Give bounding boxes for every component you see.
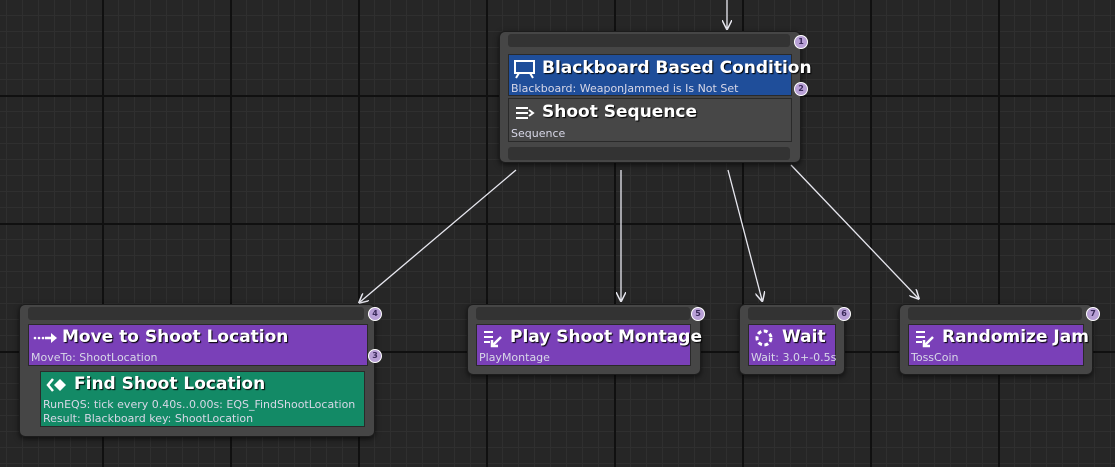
input-pin[interactable] bbox=[748, 307, 834, 320]
execution-order-badge: 7 bbox=[1086, 307, 1100, 321]
blackboard-icon bbox=[513, 59, 537, 79]
node-shoot-sequence[interactable]: 1 Blackboard Based Condition Blackboard:… bbox=[499, 31, 812, 163]
task-title: Move to Shoot Location bbox=[62, 327, 289, 347]
task-subtitle: Wait: 3.0+-0.5s bbox=[751, 351, 837, 364]
composite-shoot-sequence[interactable]: Shoot Sequence Sequence bbox=[508, 98, 792, 142]
composite-subtitle: Sequence bbox=[511, 127, 566, 140]
task-subtitle: TossCoin bbox=[911, 351, 959, 364]
input-pin[interactable] bbox=[28, 307, 364, 320]
wire-root-to-jam bbox=[790, 164, 918, 298]
output-pin[interactable] bbox=[508, 147, 790, 160]
wire-root-to-move bbox=[360, 169, 517, 302]
input-pin[interactable] bbox=[476, 307, 690, 320]
task-icon bbox=[913, 328, 937, 348]
decorator-blackboard-condition[interactable]: Blackboard Based Condition Blackboard: W… bbox=[508, 54, 812, 96]
task-title: Play Shoot Montage bbox=[510, 327, 702, 347]
task-play-montage[interactable]: Play Shoot Montage PlayMontage bbox=[476, 324, 702, 366]
task-wait[interactable]: Wait Wait: 3.0+-0.5s bbox=[748, 324, 836, 366]
task-move-to[interactable]: Move to Shoot Location MoveTo: ShootLoca… bbox=[28, 324, 368, 366]
wait-icon bbox=[753, 328, 777, 347]
service-find-shoot-location[interactable]: Find Shoot Location RunEQS: tick every 0… bbox=[40, 371, 365, 427]
move-to-icon bbox=[33, 328, 57, 346]
task-subtitle: MoveTo: ShootLocation bbox=[31, 351, 158, 364]
execution-order-badge: 6 bbox=[837, 307, 851, 321]
node-move-to-shoot-location[interactable]: 4 Move to Shoot Location MoveTo: ShootLo… bbox=[19, 304, 382, 437]
node-randomize-jam[interactable]: 7 Randomize Jam TossCoin bbox=[899, 304, 1100, 375]
wire-root-to-wait bbox=[727, 169, 762, 300]
input-pin[interactable] bbox=[508, 34, 790, 47]
execution-order-badge: 1 bbox=[794, 35, 808, 49]
task-subtitle: PlayMontage bbox=[479, 351, 550, 364]
sequence-icon bbox=[513, 103, 537, 121]
task-randomize-jam[interactable]: Randomize Jam TossCoin bbox=[908, 324, 1089, 366]
composite-title: Shoot Sequence bbox=[542, 102, 698, 122]
service-line-1: RunEQS: tick every 0.40s..0.00s: EQS_Fin… bbox=[43, 398, 356, 411]
node-wait[interactable]: 6 Wait Wait: 3.0+-0.5s bbox=[739, 304, 851, 375]
task-title: Randomize Jam bbox=[942, 327, 1089, 347]
service-order-badge: 3 bbox=[368, 349, 382, 363]
service-title: Find Shoot Location bbox=[74, 374, 266, 394]
task-title: Wait bbox=[782, 327, 826, 347]
decorator-subtitle: Blackboard: WeaponJammed is Is Not Set bbox=[511, 82, 739, 95]
eqs-icon bbox=[45, 375, 69, 393]
task-icon bbox=[481, 328, 505, 348]
decorator-title: Blackboard Based Condition bbox=[542, 58, 812, 78]
execution-order-badge: 5 bbox=[691, 307, 705, 321]
execution-order-badge: 4 bbox=[368, 307, 382, 321]
input-pin[interactable] bbox=[908, 307, 1082, 320]
service-line-2: Result: Blackboard key: ShootLocation bbox=[43, 412, 254, 425]
node-play-shoot-montage[interactable]: 5 Play Shoot Montage PlayMontage bbox=[467, 304, 705, 375]
decorator-order-badge: 2 bbox=[794, 82, 808, 96]
